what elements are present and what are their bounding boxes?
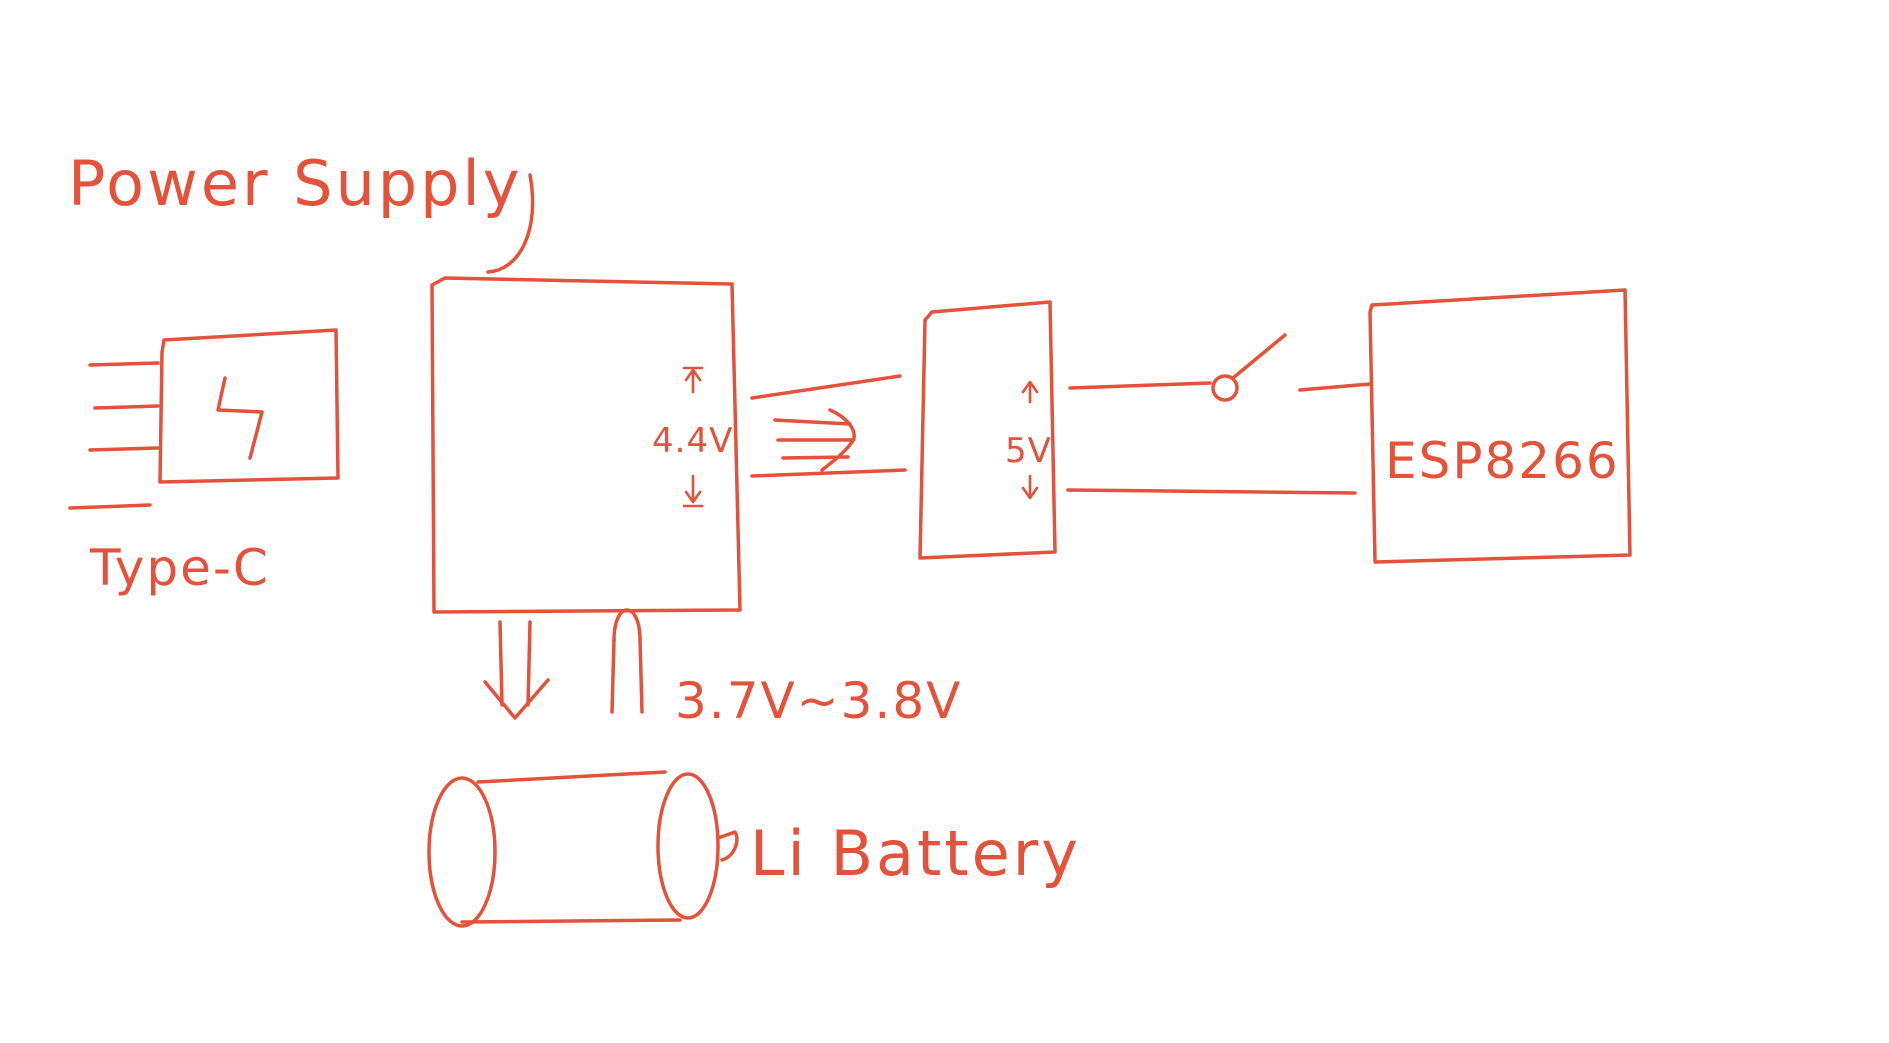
charger-to-boost-line-bottom [750,468,907,478]
esp8266-label: ESP8266 [1385,432,1620,490]
battery-body-top [476,770,667,784]
lightning-icon [216,376,264,460]
discharge-arrow-head [612,608,642,642]
switch-lever [1231,333,1287,380]
switch-contact [1211,374,1239,402]
boost-voltage-arrow-up [1021,380,1039,404]
type-c-pin-middle [93,404,160,410]
battery-icon [427,770,739,928]
type-c-label: Type-C [89,539,270,597]
forward-arrow-icon [773,408,856,472]
esp8266-box [1368,288,1632,564]
boost-output-voltage: 5V [1005,431,1052,471]
charger-voltage-arrow-down [682,474,704,508]
switch-to-esp-line [1298,382,1372,392]
type-c-box [158,328,340,484]
charger-to-boost-line-top [750,374,902,400]
battery-left-cap [427,776,497,928]
type-c-connector [68,328,340,510]
title-to-charger-line [486,173,535,274]
boost-to-switch-line [1068,381,1212,390]
battery-right-cap [656,772,720,920]
battery-body-bottom [460,918,682,924]
type-c-pin-top [88,361,160,367]
discharge-arrow-icon [610,608,644,714]
switch-icon [1211,333,1287,402]
charger-module [430,276,742,614]
type-c-pin-bottom [88,446,160,452]
esp8266-module [1368,288,1632,564]
charger-output-voltage: 4.4V [652,421,733,461]
charger-voltage-arrow-up [682,366,704,394]
battery-terminal-icon [716,830,739,862]
boost-to-esp-ground-line [1066,488,1357,495]
discharge-arrow-shaft [610,638,644,714]
charger-box [430,276,742,614]
charge-arrow-head [483,678,550,720]
boost-converter [918,300,1057,560]
type-c-label-leader [68,503,152,510]
diagram-title: Power Supply [68,147,522,220]
battery-voltage: 3.7V~3.8V [675,672,962,730]
boost-voltage-arrow-down [1021,474,1039,500]
boost-box [918,300,1057,560]
battery-label: Li Battery [750,817,1081,890]
charge-arrow-icon [483,620,550,720]
charge-arrow-shaft [498,620,532,707]
